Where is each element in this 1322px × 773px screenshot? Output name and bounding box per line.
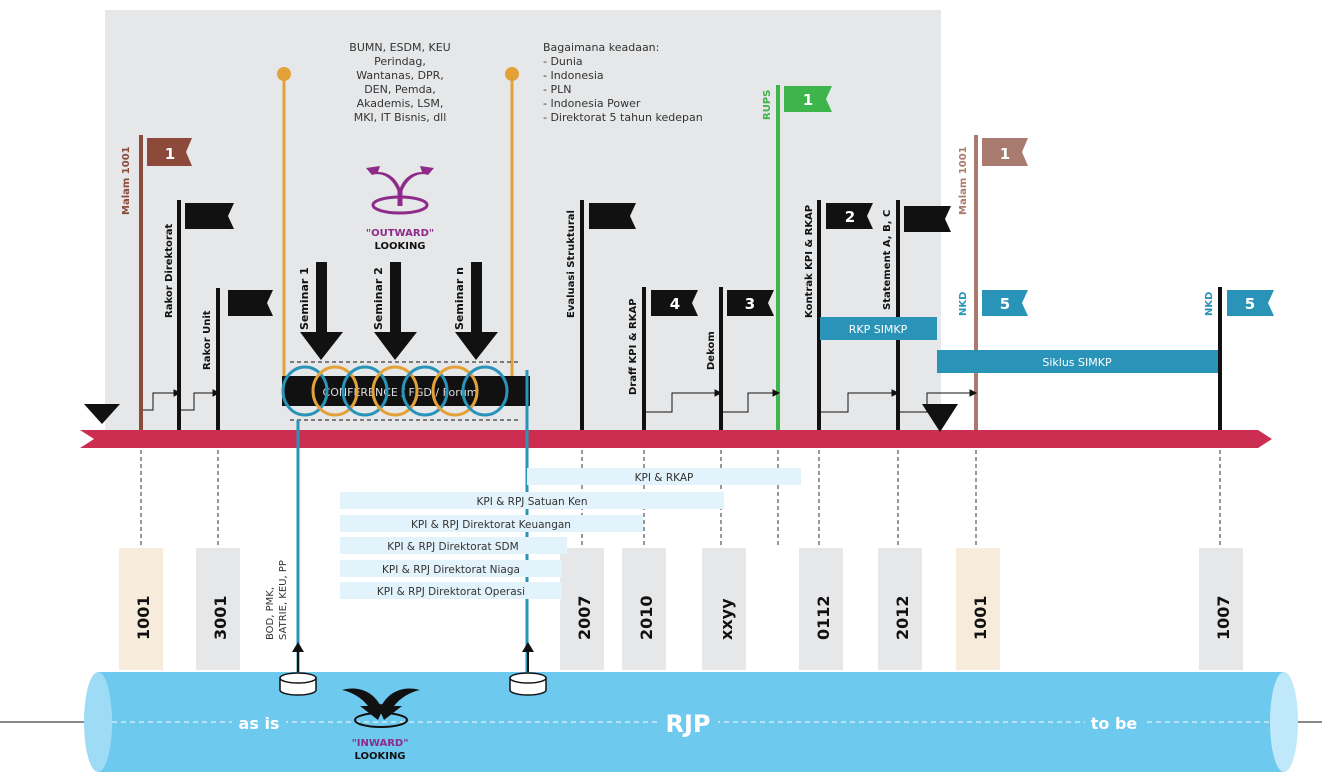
milestone-label: Kontrak KPI & RKAP	[804, 205, 815, 318]
flag-number: 1	[165, 145, 175, 163]
flag-number: 3	[745, 295, 755, 313]
main-timeline-arrow	[80, 430, 1272, 448]
gray-panel	[105, 10, 941, 430]
kpi-row-label: KPI & RPJ Direktorat Niaga	[382, 564, 520, 576]
context-line: - Dunia	[543, 55, 583, 68]
date-code: 1007	[1214, 595, 1233, 640]
flag-number: 5	[1000, 295, 1010, 313]
database-icon	[510, 642, 546, 695]
kpi-row-label: KPI & RPJ Direktorat SDM	[387, 541, 518, 553]
database-icon	[280, 642, 316, 695]
context-line: Bagaimana keadaan:	[543, 41, 659, 54]
flag-number: 5	[1245, 295, 1255, 313]
stakeholders-line: Perindag,	[374, 55, 426, 68]
stakeholders-line: Wantanas, DPR,	[356, 69, 444, 82]
kpi-row-label: KPI & RPJ Direktorat Operasi	[377, 586, 525, 598]
milestone-label: Dekom	[706, 331, 717, 370]
flag-number: 1	[803, 91, 813, 109]
date-code: 2012	[893, 595, 912, 640]
rkp-simkp-label: RKP SIMKP	[849, 323, 908, 336]
conference-label: CONFERENCE / FGD / Forum	[323, 386, 478, 399]
seminar-1-label: Seminar 1	[298, 267, 311, 330]
milestone-label: Malam 1001	[958, 146, 969, 215]
pipe-left-cap	[84, 672, 112, 772]
pipe-rjp-label: RJP	[666, 710, 711, 738]
context-line: - PLN	[543, 83, 571, 96]
date-code: 0112	[814, 595, 833, 640]
milestone-label: NKD	[1204, 292, 1215, 316]
flag-number: 1	[1000, 145, 1010, 163]
milestone-label: Statement A, B, C	[882, 210, 893, 310]
date-code: 2007	[575, 595, 594, 640]
flag-number: 2	[845, 208, 855, 226]
pipe-right-cap	[1270, 672, 1298, 772]
date-code: 1001	[971, 595, 990, 640]
milestone-label: Malam 1001	[121, 146, 132, 215]
pipe-to-be-label: to be	[1091, 714, 1138, 733]
milestone-label: Evaluasi Struktural	[566, 210, 577, 318]
kpi-row-label: KPI & RKAP	[635, 472, 694, 484]
inward-label: "INWARD"	[352, 738, 409, 749]
milestone-label: Rakor Unit	[202, 310, 213, 370]
outward-label: "OUTWARD"	[366, 228, 434, 239]
siklus-simkp-label: Siklus SIMKP	[1042, 356, 1112, 369]
context-line: - Indonesia Power	[543, 97, 641, 110]
context-line: - Indonesia	[543, 69, 604, 82]
flag-number: 4	[670, 295, 680, 313]
orange-knob-left	[277, 67, 291, 81]
milestone-label: Rakor Direktorat	[164, 223, 175, 318]
date-code: xxyy	[717, 598, 736, 640]
date-code: 3001	[211, 595, 230, 640]
stakeholders-line: BUMN, ESDM, KEU	[349, 41, 450, 54]
stakeholders-line: DEN, Pemda,	[364, 83, 436, 96]
kpi-row-label: KPI & RPJ Direktorat Keuangan	[411, 519, 571, 531]
outward-looking-label: LOOKING	[374, 241, 425, 252]
stakeholders-line: MKI, IT Bisnis, dll	[354, 111, 447, 124]
stakeholders-text: BUMN, ESDM, KEU Perindag, Wantanas, DPR,…	[349, 41, 450, 124]
milestone-label: RUPS	[762, 90, 773, 120]
bod-label: SATRIE, KEU, PP	[278, 560, 289, 640]
date-code: 1001	[134, 595, 153, 640]
pipe-as-is-label: as is	[239, 714, 280, 733]
inward-looking-label: LOOKING	[354, 751, 405, 762]
context-line: - Direktorat 5 tahun kedepan	[543, 111, 703, 124]
date-code: 2010	[637, 595, 656, 640]
stakeholders-line: Akademis, LSM,	[357, 97, 444, 110]
orange-knob-right	[505, 67, 519, 81]
milestone-label: Draff KPI & RKAP	[628, 298, 639, 395]
bod-label: BOD, PMK,	[265, 587, 276, 640]
kpi-row-label: KPI & RPJ Satuan Ken	[476, 496, 587, 508]
seminar-n-label: Seminar n	[453, 267, 466, 330]
seminar-2-label: Seminar 2	[372, 267, 385, 330]
milestone-label: NKD	[958, 292, 969, 316]
